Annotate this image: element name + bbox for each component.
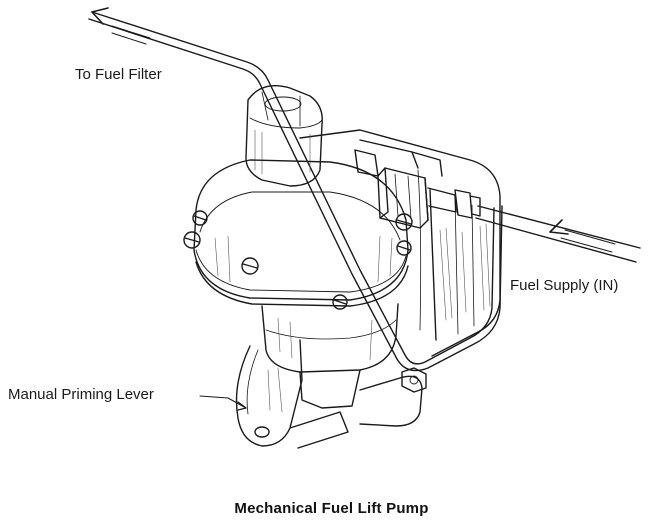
priming-lever	[235, 339, 349, 449]
screw-icon	[395, 213, 413, 231]
manual-priming-lever-label: Manual Priming Lever	[8, 386, 154, 403]
outlet-arrow-icon	[91, 7, 109, 25]
diaphragm-housing	[193, 159, 409, 307]
screw-icon	[192, 210, 208, 226]
inlet-arrow-icon	[549, 219, 569, 235]
lower-body	[261, 303, 427, 427]
hex-nut-icon	[401, 367, 427, 393]
outlet-pipe	[88, 7, 503, 372]
pump-body	[299, 129, 501, 357]
pump-cover	[245, 85, 323, 187]
screw-icon	[396, 240, 412, 256]
screw-icon	[332, 294, 348, 310]
fuel-supply-label: Fuel Supply (IN)	[510, 277, 619, 294]
figure-caption: Mechanical Fuel Lift Pump	[234, 500, 429, 517]
lever-hole-icon	[254, 426, 270, 438]
to-fuel-filter-label: To Fuel Filter	[75, 66, 162, 83]
inlet-fitting	[354, 139, 481, 229]
inlet-pipe	[475, 205, 641, 263]
lever-leader-line	[199, 395, 247, 411]
screw-icon	[241, 257, 259, 275]
screw-icon	[183, 231, 201, 249]
